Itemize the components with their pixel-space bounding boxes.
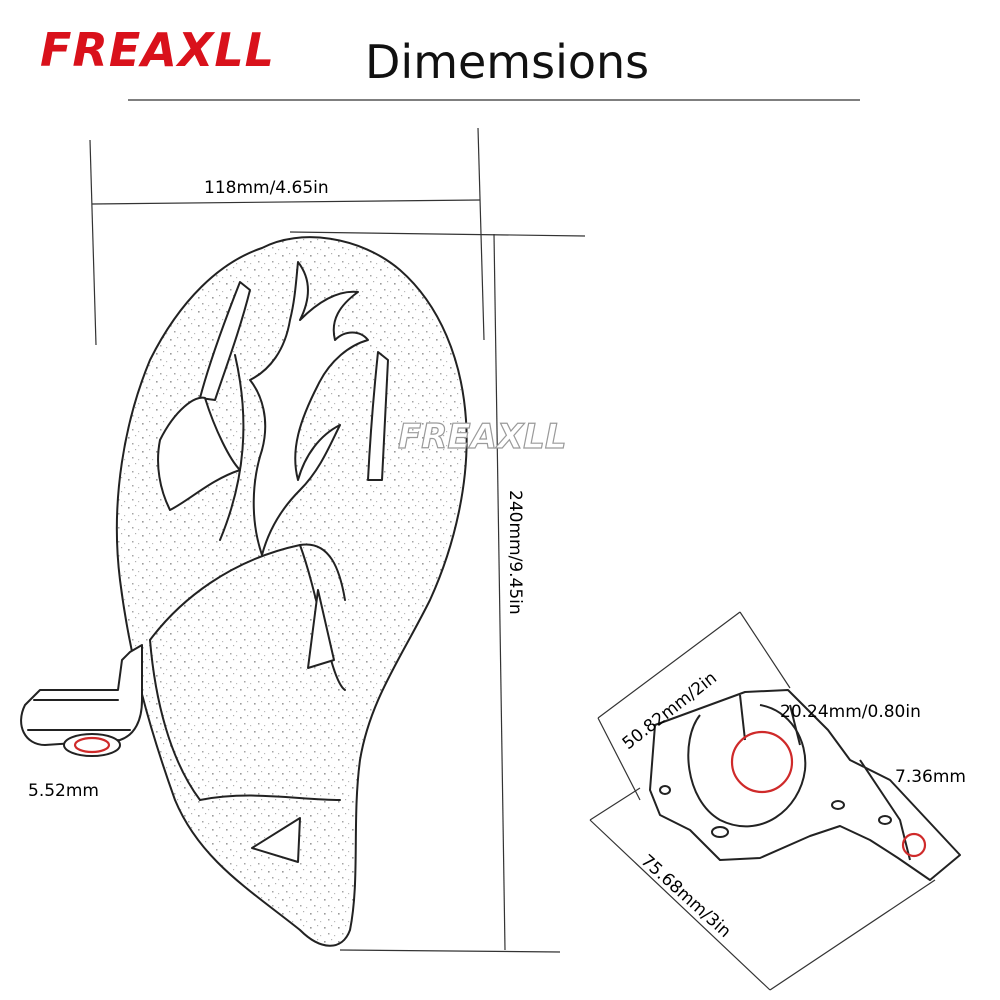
left-cutout (157, 396, 241, 511)
watermark: FREAXLL (398, 417, 567, 457)
handguard-drawing (20, 236, 468, 947)
bolt-hole-ring (63, 733, 121, 757)
triangle-cutout-upper (307, 589, 335, 669)
flame-cutout (249, 261, 369, 556)
left-slot (199, 281, 251, 401)
clamp-length-dimension (597, 611, 791, 801)
logo-text: FREAXLL (40, 23, 275, 77)
clamp-bore-highlight (730, 730, 794, 794)
width-label: 118mm/4.65in (204, 178, 329, 198)
page-title: Dimemsions (365, 35, 649, 89)
height-label: 240mm/9.45in (505, 490, 525, 615)
small-hole-label: 7.36mm (895, 767, 966, 787)
triangle-cutout-lower (251, 817, 301, 863)
bolt-hole-highlight (73, 736, 111, 754)
small-hole-highlight (901, 832, 927, 858)
mount-length-dimension (589, 787, 936, 991)
bolt-hole-label: 5.52mm (28, 781, 99, 801)
height-dimension (289, 231, 586, 953)
right-slot (367, 351, 389, 481)
clamp-bore-label: 20.24mm/0.80in (780, 702, 921, 722)
logo: FREAXLL (40, 23, 275, 77)
mounting-arm (20, 644, 143, 746)
mount-length-label: 75.68mm/3in (637, 851, 735, 942)
